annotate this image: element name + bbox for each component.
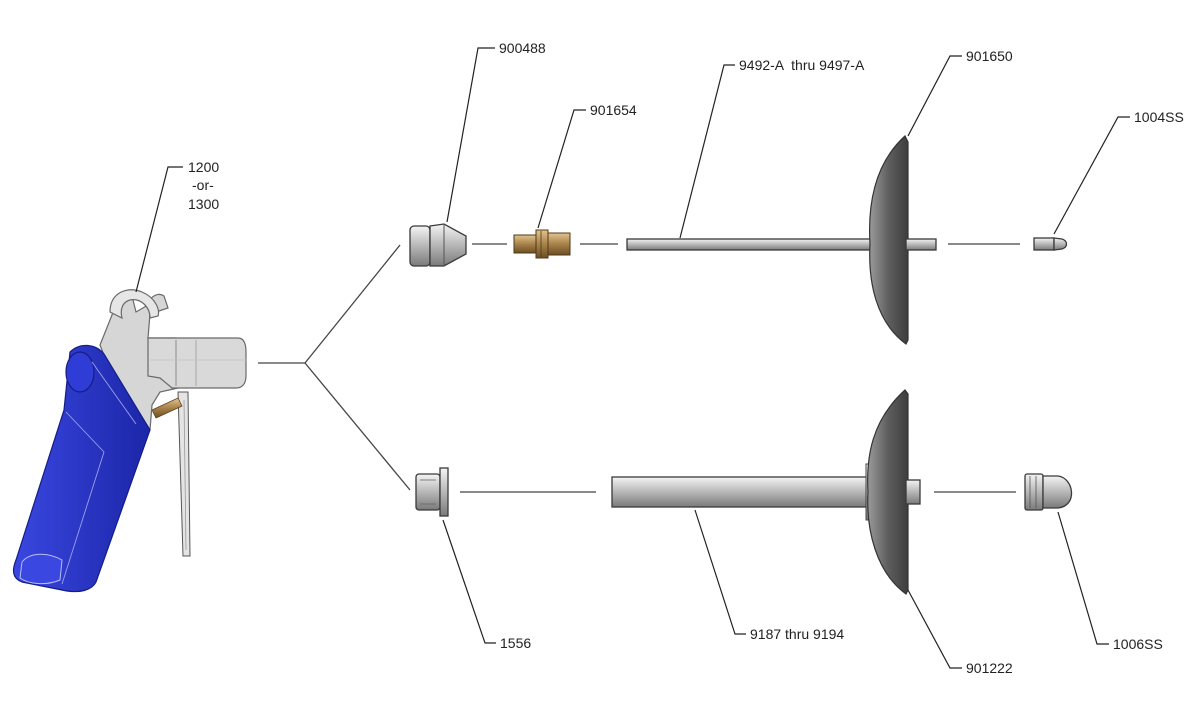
- part-9492-A-rod: [626, 238, 874, 251]
- air-gun: [12, 289, 247, 593]
- trigger-lever: [177, 391, 191, 557]
- blue-handle: [12, 344, 151, 593]
- callout-901222: 901222: [966, 660, 1013, 676]
- callout-901654: 901654: [590, 102, 637, 118]
- callout-1300: 1300: [188, 196, 219, 212]
- callout-1200: 1200: [188, 159, 219, 175]
- part-901654: [513, 229, 571, 259]
- callout-901650: 901650: [966, 48, 1013, 64]
- callout-or: -or-: [192, 177, 214, 193]
- part-9187-tube: [611, 476, 871, 508]
- part-1006SS: [1024, 473, 1073, 511]
- part-901222: [865, 389, 921, 595]
- gun-body: [99, 289, 247, 437]
- part-1556: [415, 467, 449, 517]
- part-1004SS: [1033, 237, 1068, 251]
- callout-9492-A: 9492-A thru 9497-A: [739, 57, 865, 73]
- callout-labels: 1200 -or- 1300 900488 901654 9492-A thru…: [188, 40, 1184, 676]
- branch-lines: [258, 244, 411, 491]
- part-901650: [869, 135, 937, 345]
- part-900488: [409, 223, 467, 267]
- callout-1006SS: 1006SS: [1113, 636, 1163, 652]
- callout-900488: 900488: [499, 40, 546, 56]
- leader-lines: [135, 47, 1130, 669]
- callout-1556: 1556: [500, 635, 531, 651]
- callout-1004SS: 1004SS: [1134, 109, 1184, 125]
- callout-9187: 9187 thru 9194: [750, 626, 844, 642]
- valve-stem: [151, 397, 183, 419]
